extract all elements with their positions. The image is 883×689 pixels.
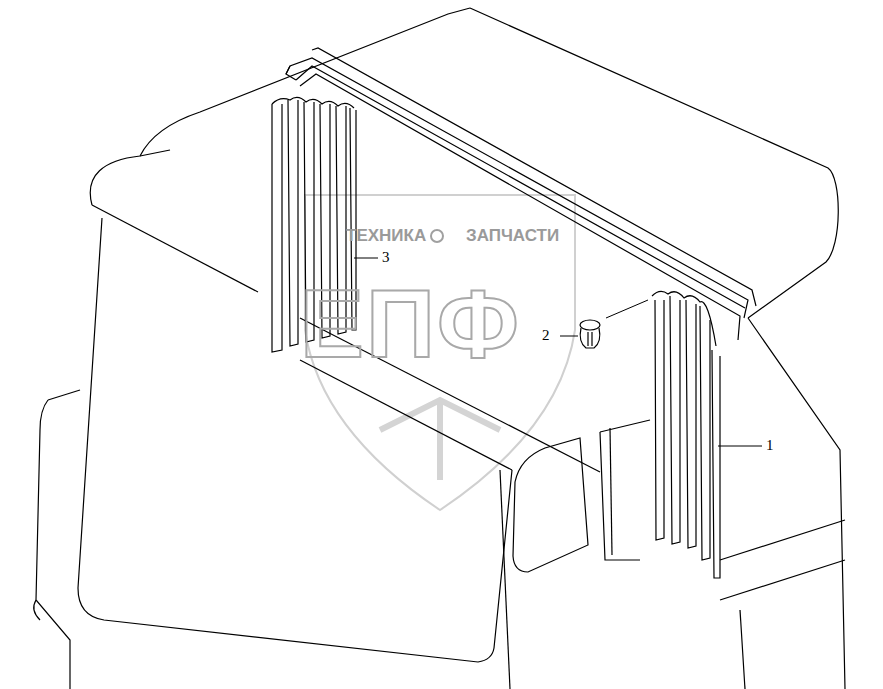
watermark-logo: ЕПФ [300, 276, 521, 372]
callout-number: 1 [765, 438, 775, 453]
callout-number: 3 [381, 250, 391, 265]
watermark-text: ЗАПЧАСТИ [466, 227, 559, 244]
callout-number: 2 [541, 328, 551, 343]
watermark-text: ТЕХНИКА [346, 227, 426, 244]
